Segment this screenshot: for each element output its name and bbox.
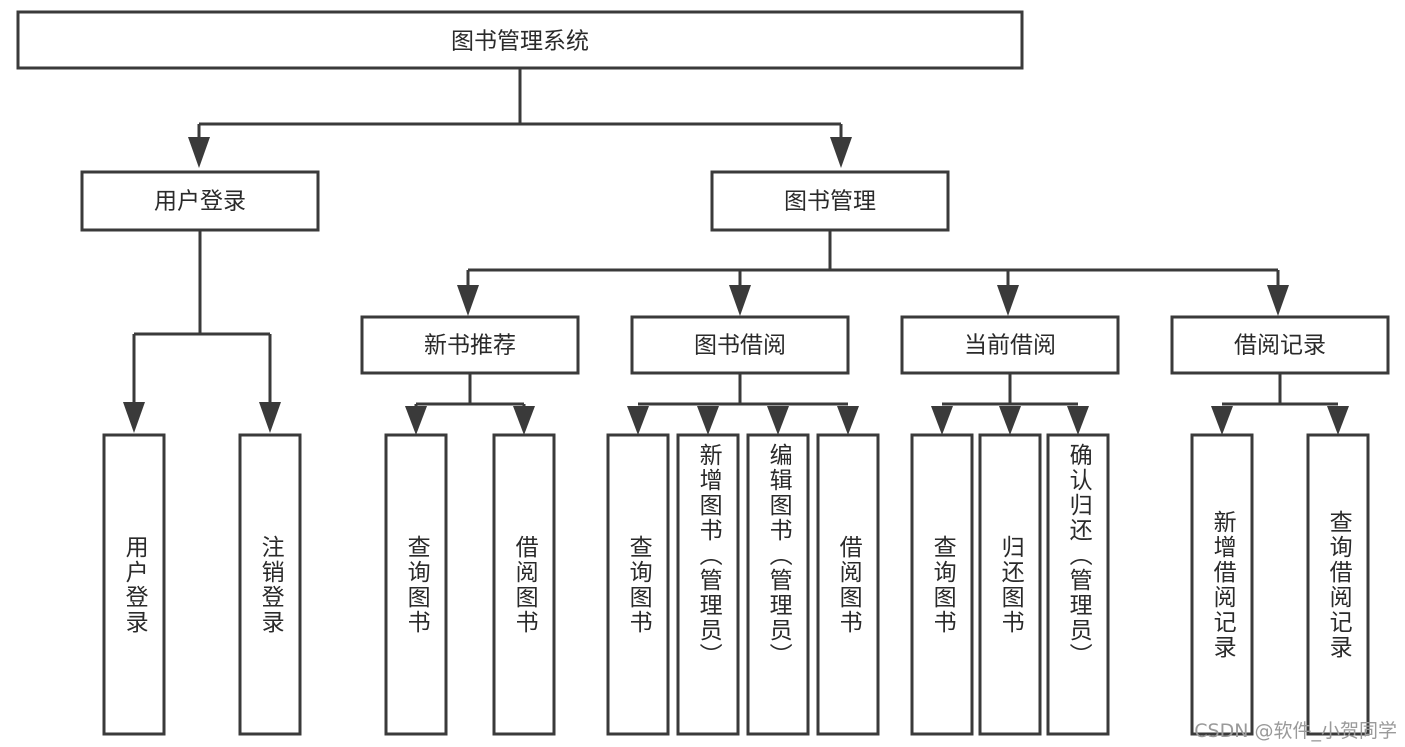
arrow-head-level3-2 (997, 285, 1019, 316)
leaf-box-newbook-0[interactable] (384, 433, 448, 736)
connector-new-book-recommend-to-leaves (405, 373, 535, 435)
node-root-system-box (16, 10, 1024, 70)
node-new-book-recommend-label: 新书推荐 (424, 333, 516, 359)
node-book-borrow[interactable]: 图书借阅 (630, 315, 850, 375)
node-book-manage-label: 图书管理 (784, 189, 876, 215)
leaf-box-newbook-1[interactable] (492, 433, 556, 736)
leaf-box-currentborrow-0[interactable] (910, 433, 974, 736)
arrow-head-leaf-bookborrow-2 (767, 406, 789, 435)
leaf-box-bookborrow-2[interactable] (746, 433, 810, 736)
arrow-head-leaf-currentborrow-2 (1067, 406, 1089, 435)
connector-book-manage-to-level3 (457, 230, 1289, 316)
node-user-login-label: 用户登录 (154, 189, 246, 215)
node-root-system-label: 图书管理系统 (451, 29, 589, 55)
node-book-borrow-label: 图书借阅 (694, 333, 786, 359)
watermark-text: CSDN @软件_小贺同学 (1194, 720, 1397, 742)
arrow-head-leaf-user-login-1 (259, 402, 281, 433)
arrow-head-leaf-currentborrow-0 (931, 406, 953, 435)
connector-book-borrow-to-leaves (627, 373, 859, 435)
arrow-head-leaf-bookborrow-0 (627, 406, 649, 435)
node-current-borrow[interactable]: 当前借阅 (900, 315, 1120, 375)
arrow-head-book-manage (830, 137, 852, 168)
arrow-head-leaf-newbook-1 (513, 406, 535, 435)
connector-user-login-to-leaves (123, 230, 281, 433)
arrow-head-level3-1 (729, 285, 751, 316)
leaf-box-user-login-0[interactable] (102, 433, 166, 736)
connector-borrow-record-to-leaves (1211, 373, 1349, 435)
node-user-login[interactable]: 用户登录 (80, 170, 320, 232)
node-current-borrow-label: 当前借阅 (964, 333, 1056, 359)
node-root-system[interactable]: 图书管理系统 (16, 10, 1024, 70)
leaf-box-bookborrow-3[interactable] (816, 433, 880, 736)
leaf-box-currentborrow-2[interactable] (1046, 433, 1110, 736)
leaf-box-currentborrow-1[interactable] (978, 433, 1042, 736)
leaf-box-user-login-1[interactable] (238, 433, 302, 736)
arrow-head-level3-0 (457, 285, 479, 316)
leaf-box-bookborrow-0[interactable] (606, 433, 670, 736)
node-new-book-recommend[interactable]: 新书推荐 (360, 315, 580, 375)
leaf-box-borrowrecord-0[interactable] (1190, 433, 1254, 736)
arrow-head-leaf-user-login-0 (123, 402, 145, 433)
arrow-head-leaf-bookborrow-3 (837, 406, 859, 435)
node-current-borrow-box (900, 315, 1120, 375)
node-borrow-record-label: 借阅记录 (1234, 333, 1326, 359)
arrow-head-leaf-newbook-0 (405, 406, 427, 435)
arrow-head-user-login (188, 137, 210, 168)
leaf-box-bookborrow-1[interactable] (676, 433, 740, 736)
arrow-head-leaf-currentborrow-1 (999, 406, 1021, 435)
node-new-book-recommend-box (360, 315, 580, 375)
connector-current-borrow-to-leaves (931, 373, 1089, 435)
leaf-box-borrowrecord-1[interactable] (1306, 433, 1370, 736)
arrow-head-leaf-borrowrecord-0 (1211, 406, 1233, 435)
node-user-login-box (80, 170, 320, 232)
arrow-head-level3-3 (1267, 285, 1289, 316)
connector-root-to-level2 (188, 68, 852, 168)
arrow-head-leaf-bookborrow-1 (697, 406, 719, 435)
arrow-head-leaf-borrowrecord-1 (1327, 406, 1349, 435)
node-book-manage[interactable]: 图书管理 (710, 170, 950, 232)
node-borrow-record[interactable]: 借阅记录 (1170, 315, 1390, 375)
